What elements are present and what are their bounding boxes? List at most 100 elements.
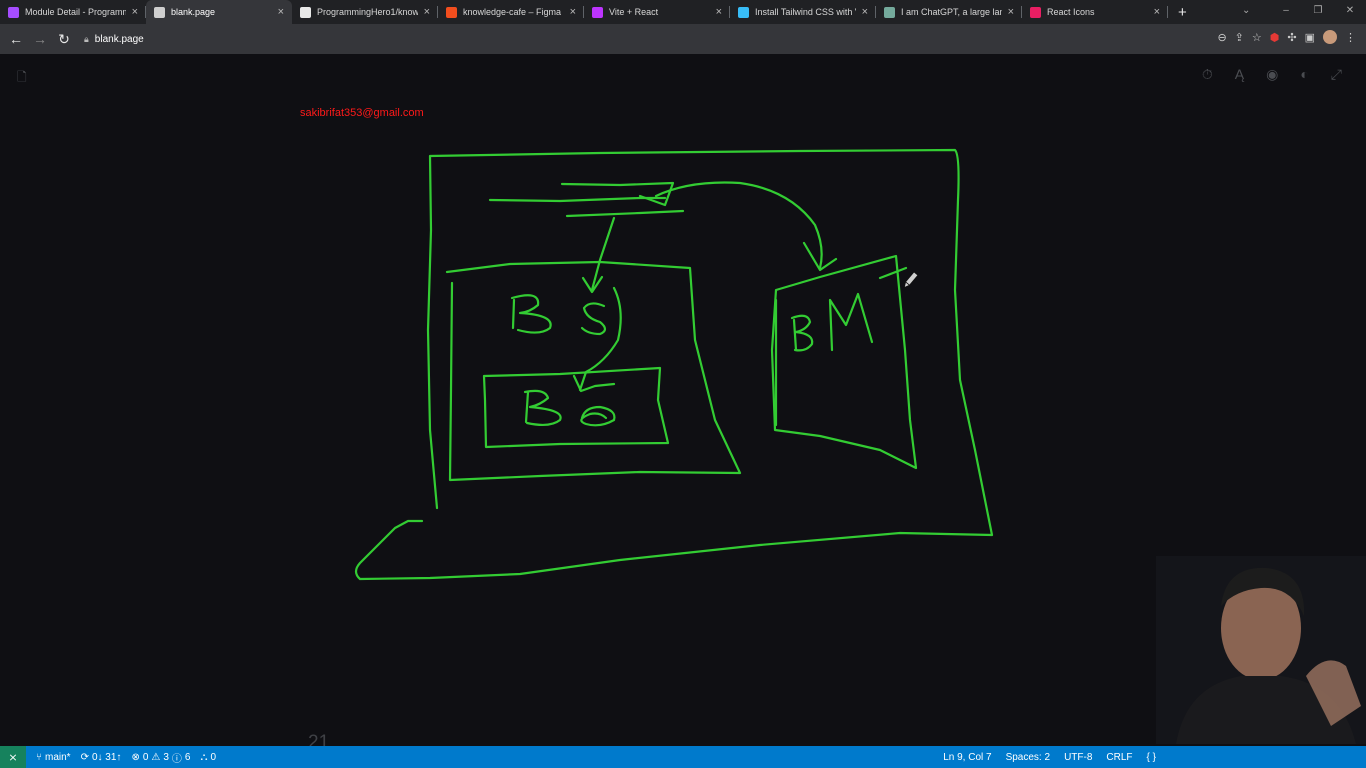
tab-separator: [875, 6, 876, 18]
close-tab-icon[interactable]: ×: [277, 6, 284, 18]
email-watermark: sakibrifat353@gmail.com: [300, 107, 424, 119]
letter-b-stroke: [523, 389, 562, 427]
browser-tab[interactable]: ProgrammingHero1/know ×: [292, 0, 438, 24]
contrast-icon[interactable]: ◐: [1300, 66, 1309, 82]
arrow-head-stroke: [581, 275, 604, 294]
share-icon[interactable]: ⇪: [1234, 31, 1244, 44]
tab-title: React Icons: [1047, 7, 1095, 17]
letter-s-stroke: [580, 302, 607, 336]
outer-frame-stroke: [354, 148, 994, 581]
ports-item[interactable]: ⛬ 0: [200, 752, 216, 763]
lock-icon[interactable]: 🔒︎: [84, 33, 89, 44]
tab-strip: Module Detail - Programm×blank.page×Prog…: [0, 0, 1366, 24]
profile-avatar[interactable]: [1323, 30, 1337, 44]
remote-icon: ⨯: [8, 751, 18, 764]
indentation[interactable]: Spaces: 2: [1005, 751, 1051, 763]
end-of-line[interactable]: CRLF: [1106, 751, 1133, 763]
tab-separator: [1021, 6, 1022, 18]
sync-item[interactable]: ⟳ 0↓ 31↑: [81, 752, 122, 763]
sync-icon: ⟳: [80, 751, 89, 763]
browser-tab[interactable]: I am ChatGPT, a large lang ×: [876, 0, 1022, 24]
tab-title: Vite + React: [609, 7, 659, 17]
timer-icon[interactable]: ⏱︎: [1201, 66, 1213, 82]
git-branch-icon: ⑂: [36, 751, 42, 763]
browser-toolbar: ⊖ ⇪ ☆ ⬢ ✣ ▣ ⋮: [1217, 30, 1356, 44]
url-text[interactable]: blank.page: [94, 33, 144, 45]
extension-red-icon[interactable]: ⬢: [1269, 31, 1280, 44]
error-count: 0: [142, 751, 149, 763]
tab-title: Module Detail - Programm: [25, 7, 126, 17]
tab-title: ProgrammingHero1/know: [317, 7, 418, 17]
favicon-icon: [1030, 6, 1041, 18]
tab-title: knowledge-cafe – Figma: [463, 7, 562, 17]
close-tab-icon[interactable]: ×: [131, 6, 138, 18]
warning-count: 3: [163, 751, 169, 763]
status-right: Ln 9, Col 7 Spaces: 2 UTF-8 CRLF { }: [943, 746, 1156, 768]
tab-title: Install Tailwind CSS with V: [755, 7, 856, 17]
browser-tab[interactable]: React Icons ×: [1022, 0, 1168, 24]
close-tab-icon[interactable]: ×: [1007, 6, 1014, 18]
problems-item[interactable]: ⊗ 0 ⚠︎ 3 ⓘ 6: [131, 750, 190, 765]
star-icon[interactable]: ☆: [1251, 31, 1262, 44]
arrow-stroke: [590, 216, 616, 292]
favicon-icon: [446, 6, 457, 18]
browser-tab[interactable]: blank.page ×: [146, 0, 292, 24]
webcam-overlay: [1156, 556, 1366, 744]
tab-separator: [1167, 6, 1168, 18]
bm-box-stroke: [770, 254, 918, 470]
close-tab-icon[interactable]: ×: [423, 6, 430, 18]
browser-tab[interactable]: Vite + React ×: [584, 0, 730, 24]
cursor-position[interactable]: Ln 9, Col 7: [943, 751, 992, 763]
kebab-menu-icon[interactable]: ⋮: [1345, 31, 1356, 44]
header-line-stroke: [565, 209, 685, 218]
close-tab-icon[interactable]: ×: [1153, 6, 1160, 18]
expand-icon[interactable]: ⤢: [1330, 66, 1342, 82]
reload-icon[interactable]: ↻: [58, 30, 70, 47]
forward-icon[interactable]: →: [33, 31, 47, 47]
minimize-button[interactable]: –: [1283, 5, 1289, 16]
sidebar-icon[interactable]: ▣: [1304, 31, 1315, 44]
branch-item[interactable]: ⑂ main*: [36, 752, 71, 763]
install-icon[interactable]: ⊖: [1217, 31, 1227, 44]
back-icon[interactable]: ←: [9, 31, 23, 47]
language-mode[interactable]: { }: [1146, 751, 1156, 763]
restore-button[interactable]: ❐: [1313, 5, 1323, 16]
browser-tab[interactable]: knowledge-cafe – Figma ×: [438, 0, 584, 24]
remote-indicator[interactable]: ⨯: [0, 746, 26, 768]
eye-icon[interactable]: ◉: [1266, 66, 1279, 82]
address-bar: ← → ↻ 🔒︎ blank.page ⊖ ⇪ ☆ ⬢ ✣ ▣ ⋮: [0, 24, 1366, 54]
favicon-icon: [8, 6, 19, 18]
document-icon[interactable]: 🗋︎: [17, 70, 27, 84]
new-tab-button[interactable]: +: [1178, 3, 1187, 21]
sync-label: 0↓ 31↑: [91, 751, 122, 763]
encoding[interactable]: UTF-8: [1064, 751, 1093, 763]
close-tab-icon[interactable]: ×: [861, 6, 868, 18]
letter-b-stroke: [790, 314, 814, 352]
browser-tab[interactable]: Install Tailwind CSS with V ×: [730, 0, 876, 24]
favicon-icon: [154, 6, 165, 18]
omnibox[interactable]: 🔒︎ blank.page: [84, 34, 144, 45]
bm-box-stroke: [878, 266, 908, 280]
arrow-head-stroke: [572, 374, 616, 393]
bo-box-stroke: [482, 366, 670, 449]
error-icon: ⊗: [131, 751, 140, 763]
browser-tab[interactable]: Module Detail - Programm ×: [0, 0, 146, 24]
warning-icon: ⚠︎: [151, 751, 161, 763]
tab-search-icon[interactable]: ⌄: [1242, 5, 1251, 16]
spellcheck-icon[interactable]: Ą: [1234, 66, 1245, 82]
close-window-button[interactable]: ✕: [1345, 5, 1355, 16]
favicon-icon: [592, 6, 603, 18]
close-tab-icon[interactable]: ×: [715, 6, 722, 18]
blank-page-canvas[interactable]: 🗋︎ ⏱︎ Ą ◉ ◐ ⤢ sakibrifat353@gmail.com: [0, 54, 1366, 753]
favicon-icon: [738, 6, 749, 18]
puzzle-icon[interactable]: ✣: [1287, 31, 1297, 44]
letter-o-stroke: [580, 405, 616, 427]
tab-title: I am ChatGPT, a large lang: [901, 7, 1002, 17]
favicon-icon: [300, 6, 311, 18]
presenter-silhouette: [1176, 567, 1361, 744]
close-tab-icon[interactable]: ×: [569, 6, 576, 18]
info-icon: ⓘ: [171, 753, 182, 765]
tab-separator: [437, 6, 438, 18]
tab-separator: [583, 6, 584, 18]
tab-title: blank.page: [171, 7, 216, 17]
